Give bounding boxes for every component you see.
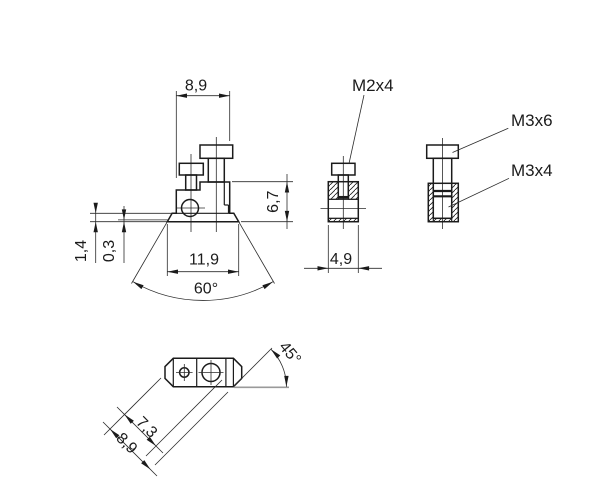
front-cross-hole	[180, 198, 200, 218]
label-text-m3x6: M3x6	[511, 111, 553, 130]
section-hatch-left	[327, 181, 339, 200]
dim-text-length-inner: 7,3	[132, 414, 160, 442]
dim-text-width-bottom: 11,9	[189, 252, 219, 269]
dim-text-base-height: 1,4	[73, 240, 90, 262]
leader-m3x6	[452, 127, 509, 153]
side-view: M3x6 M3x4	[425, 111, 553, 229]
label-m2x4: M2x4	[348, 76, 394, 164]
section-view: 4,9 M2x4	[304, 76, 394, 273]
ext-line-inner	[145, 379, 223, 457]
dim-bottom-chamfer-angle: 45°	[233, 339, 304, 389]
front-m3-screw-body	[207, 157, 226, 183]
reference-line-45	[233, 347, 273, 387]
dim-bottom-lengths: 7,3 8,9	[102, 377, 229, 477]
ext-line-left	[103, 377, 162, 436]
dim-text-section-width: 4,9	[330, 251, 352, 268]
label-m3x4: M3x4	[448, 161, 553, 208]
dim-front-width-top: 8,9	[175, 78, 231, 178]
dim-front-base-height: 1,4 0,3	[73, 202, 173, 263]
dim-front-width-bottom: 11,9	[166, 224, 240, 276]
ext-line-outer	[154, 391, 229, 466]
label-m3x6: M3x6	[452, 111, 553, 153]
label-text-m3x4: M3x4	[511, 161, 553, 180]
dim-text-chamfer-angle: 45°	[275, 339, 304, 368]
leader-m3x4	[448, 177, 510, 208]
section-block-outline	[327, 180, 360, 223]
dim-text-dovetail-angle: 60°	[194, 281, 218, 298]
bottom-view: 45° 7,3 8,9	[102, 339, 304, 477]
dim-text-lip: 0,3	[101, 240, 118, 262]
side-m3-screw-body	[432, 157, 453, 220]
front-part-outline	[166, 181, 241, 223]
dim-front-dovetail-angle: 60°	[131, 221, 275, 301]
front-m2-screw-body	[184, 174, 198, 191]
front-view: 8,9 6,7 1,4 0,3	[73, 78, 293, 301]
dim-text-width-top: 8,9	[185, 78, 207, 95]
dim-text-height: 6,7	[265, 190, 282, 212]
section-hatch-right	[347, 181, 359, 200]
label-text-m2x4: M2x4	[352, 76, 394, 95]
dim-section-width: 4,9	[304, 225, 382, 273]
leader-m2x4	[348, 94, 365, 164]
dim-front-height: 6,7	[232, 174, 293, 229]
